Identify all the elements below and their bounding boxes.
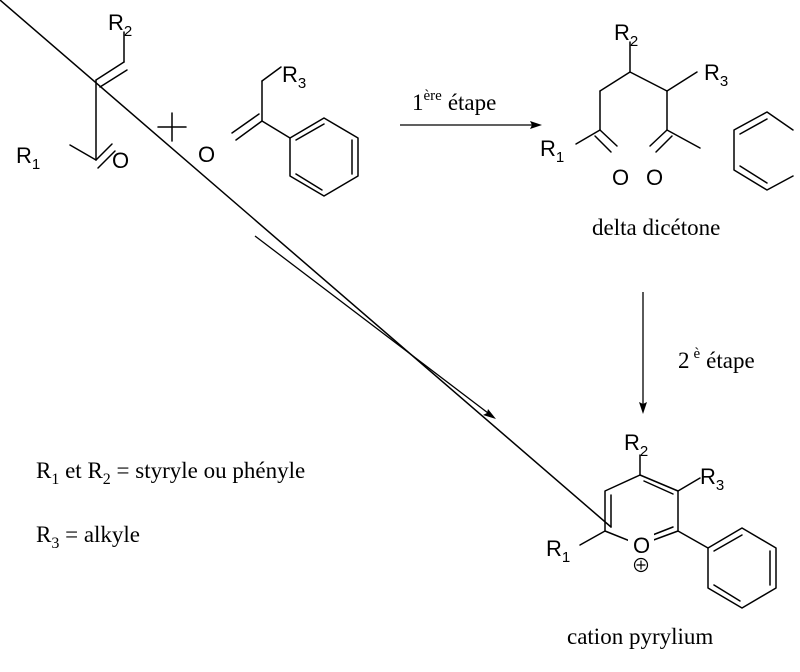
- label-oxygen-right: O: [646, 165, 663, 190]
- plus-sign: [157, 112, 187, 142]
- label-r2: R2: [624, 430, 648, 460]
- legend-line-r3: R3 = alkyle: [36, 522, 140, 552]
- label-oxygen: O: [198, 142, 215, 167]
- reactant-enone: R2 R1 O: [16, 10, 132, 173]
- label-oxygen: O: [633, 533, 650, 558]
- label-r1: R1: [540, 136, 564, 166]
- arrow-direct-route: [254, 235, 496, 419]
- bond-co-double-2: [231, 113, 260, 134]
- label-r1: R1: [16, 143, 40, 173]
- legend-line-r1-r2: R1 et R2 = styryle ou phényle: [36, 458, 305, 488]
- phenyl-ring-partial: [733, 111, 794, 191]
- product-pyrylium: O R2 R3 R1 cation pyrylium: [0, 0, 777, 649]
- bond-r3: [261, 66, 282, 82]
- bond-alkene-1: [95, 61, 125, 81]
- bond-co-double-1: [95, 143, 113, 161]
- bond-co-right-2: [655, 135, 673, 153]
- label-cation-pyrylium: cation pyrylium: [567, 624, 713, 649]
- phenyl-ring: [707, 527, 777, 609]
- bond-co-left-1: [599, 129, 618, 147]
- bond-r1-carbonyl: [69, 144, 97, 161]
- label-r2: R2: [108, 10, 132, 40]
- label-r3: R3: [282, 62, 306, 92]
- bond-r3: [666, 71, 698, 92]
- product-diketone: R2 R3 R1 O O delta dicétone: [540, 20, 794, 240]
- bond-co-double-2: [97, 150, 116, 169]
- phenyl-ring: [289, 117, 359, 197]
- bond-r3: [677, 477, 701, 492]
- reactant-ketone: R3 O: [198, 62, 359, 197]
- positive-charge-icon: [633, 557, 649, 573]
- label-r3: R3: [700, 464, 724, 494]
- bond-alkene-2: [99, 69, 128, 88]
- label-delta-diketone: delta dicétone: [592, 215, 720, 240]
- bond-r1: [579, 530, 606, 546]
- label-oxygen-left: O: [612, 165, 629, 190]
- bond-r1: [575, 129, 601, 145]
- bond-co-double-1: [235, 120, 263, 141]
- label-r1: R1: [546, 536, 570, 566]
- bond-carbonyl-phenyl: [261, 120, 291, 139]
- bond-co-right-1: [649, 129, 668, 147]
- bond-co-left-2: [594, 135, 612, 153]
- label-oxygen: O: [112, 148, 129, 173]
- label-r3: R3: [704, 60, 728, 90]
- legend: R1 et R2 = styryle ou phényle R3 = alkyl…: [36, 458, 305, 552]
- label-r2: R2: [614, 20, 638, 50]
